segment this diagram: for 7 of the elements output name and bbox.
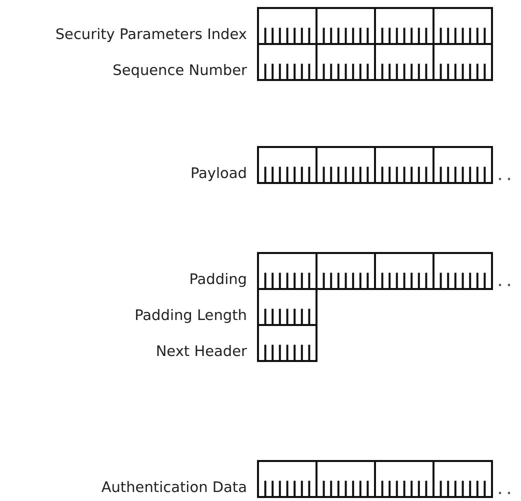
- field-label: Security Parameters Index: [55, 26, 247, 44]
- field-label: Padding Length: [134, 307, 247, 325]
- field-label: Padding: [189, 271, 247, 289]
- field-label: Next Header: [156, 343, 247, 361]
- field-label: Payload: [190, 165, 247, 183]
- field-label: Authentication Data: [101, 479, 247, 497]
- field-label: Sequence Number: [112, 62, 247, 80]
